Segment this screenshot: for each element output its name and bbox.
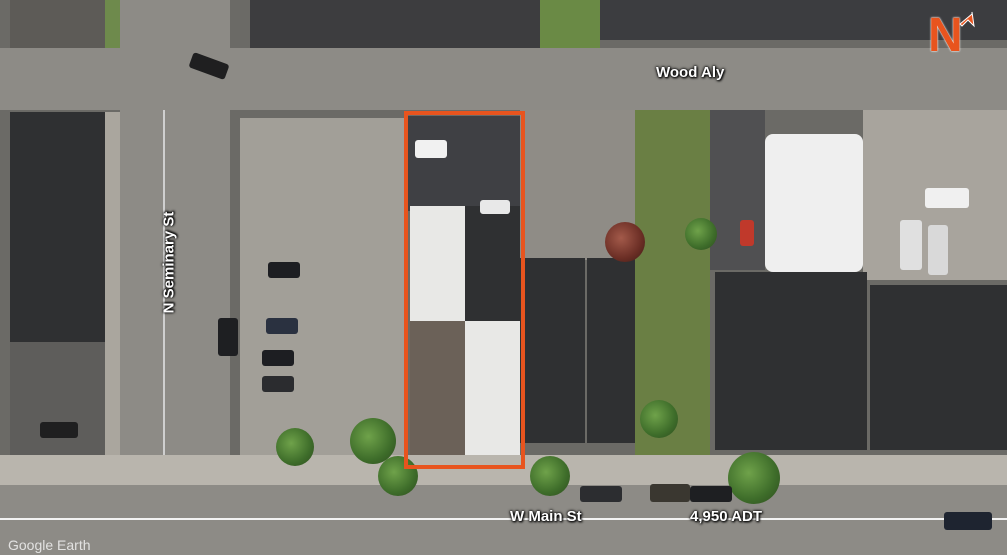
top-right-lot bbox=[600, 0, 1007, 40]
north-arrow-letter: N bbox=[928, 9, 963, 62]
alley-strip bbox=[710, 110, 765, 270]
tree-1 bbox=[276, 428, 314, 466]
garden-strip bbox=[635, 110, 710, 455]
parking-lot bbox=[240, 118, 405, 458]
car bbox=[480, 200, 510, 214]
left-building-lower bbox=[10, 342, 105, 467]
car bbox=[40, 422, 78, 438]
site-roof-white bbox=[465, 321, 520, 459]
white-quonset-roof bbox=[765, 134, 863, 272]
middle-building-a bbox=[520, 258, 585, 443]
main-st-lane-line bbox=[0, 518, 1007, 520]
w-main-st-road bbox=[0, 485, 1007, 555]
site-highlight-outline bbox=[404, 111, 525, 469]
site-roof-dark bbox=[465, 206, 520, 321]
tree-4 bbox=[530, 456, 570, 496]
site-rear-lot bbox=[408, 116, 520, 211]
car bbox=[740, 220, 754, 246]
car bbox=[650, 484, 690, 502]
tree-3 bbox=[378, 456, 418, 496]
car bbox=[262, 376, 294, 392]
car bbox=[266, 318, 298, 334]
middle-building-b bbox=[587, 258, 635, 443]
top-left-lot bbox=[10, 0, 105, 48]
left-building-roof bbox=[10, 112, 105, 342]
car bbox=[925, 188, 969, 208]
seminary-lane-line bbox=[163, 110, 165, 490]
car bbox=[262, 350, 294, 366]
north-arrow-icon: N bbox=[926, 8, 976, 68]
traffic-count-label: 4,950 ADT bbox=[690, 508, 762, 525]
site-roof-light bbox=[410, 206, 465, 321]
tree-6 bbox=[685, 218, 717, 250]
main-st-sidewalk bbox=[0, 455, 1007, 485]
tree-8 bbox=[640, 400, 678, 438]
car bbox=[690, 486, 732, 502]
right-building-a bbox=[715, 272, 867, 450]
car bbox=[580, 486, 622, 502]
tree-5 bbox=[728, 452, 780, 504]
left-sidewalk bbox=[105, 112, 120, 472]
car bbox=[268, 262, 300, 278]
tree-7 bbox=[605, 222, 645, 262]
tree-2 bbox=[350, 418, 396, 464]
top-right-grass bbox=[540, 0, 600, 48]
car bbox=[944, 512, 992, 530]
google-earth-watermark: Google Earth bbox=[8, 537, 91, 553]
car bbox=[415, 140, 447, 158]
n-seminary-st-label: N Seminary St bbox=[160, 211, 178, 314]
car bbox=[900, 220, 922, 270]
top-center-lot bbox=[250, 0, 540, 48]
car bbox=[218, 318, 238, 356]
site-roof-brown bbox=[410, 321, 465, 459]
w-main-st-label: W Main St bbox=[510, 508, 582, 525]
car bbox=[928, 225, 948, 275]
wood-aly-label: Wood Aly bbox=[656, 64, 725, 81]
right-building-b bbox=[870, 285, 1007, 450]
